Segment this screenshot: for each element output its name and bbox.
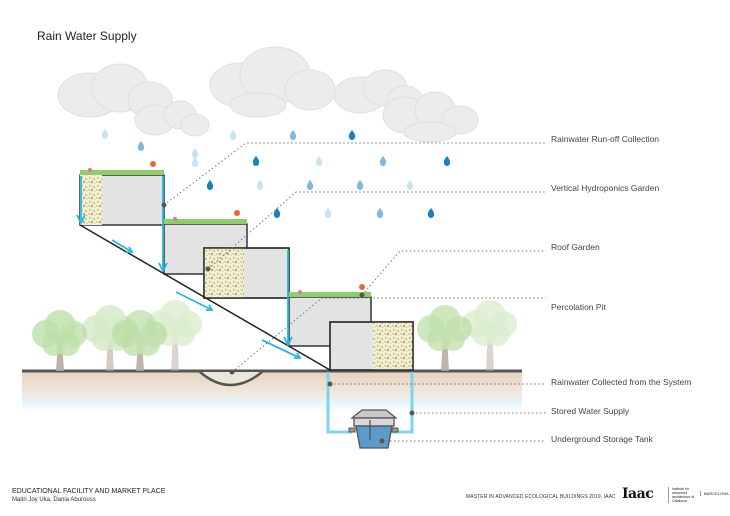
raindrop-icon bbox=[443, 156, 451, 166]
raindrop-icon bbox=[191, 157, 199, 167]
iaac-logo: Iaac bbox=[622, 486, 654, 502]
raindrop-icon bbox=[101, 129, 109, 139]
label-roof-garden: Roof Garden bbox=[551, 242, 600, 252]
hydroponic-wall bbox=[204, 248, 244, 298]
trees bbox=[32, 300, 517, 371]
water-flow bbox=[76, 176, 302, 359]
raindrop-icon bbox=[406, 180, 414, 190]
program-name: MASTER IN ADVANCED ECOLOGICAL BUILDINGS … bbox=[466, 494, 616, 500]
label-vertical-hydroponics: Vertical Hydroponics Garden bbox=[551, 183, 660, 193]
logo-subtitle: institute for advanced architecture of C… bbox=[668, 487, 698, 503]
logo-city: BARCELONA bbox=[700, 491, 729, 496]
cloud-icon bbox=[382, 91, 479, 143]
hydroponic-wall bbox=[80, 175, 102, 225]
raindrop-icon bbox=[273, 208, 281, 218]
diagram-title: Rain Water Supply bbox=[37, 29, 137, 43]
raindrop-icon bbox=[256, 180, 264, 190]
cloud-icon bbox=[57, 63, 173, 119]
label-runoff-collection: Rainwater Run-off Collection bbox=[551, 134, 660, 144]
raindrop-icon bbox=[252, 156, 260, 166]
roof-gardens bbox=[80, 161, 371, 297]
tree-icon bbox=[147, 300, 202, 371]
hydroponic-wall bbox=[373, 322, 413, 370]
raindrop-icon bbox=[376, 208, 384, 218]
label-rainwater-collected: Rainwater Collected from the System bbox=[551, 377, 692, 387]
leader-lines bbox=[163, 142, 546, 442]
cloud-icon bbox=[134, 100, 210, 137]
raindrop-icon bbox=[206, 180, 214, 190]
raindrop-icon bbox=[289, 130, 297, 140]
raindrop-icon bbox=[137, 141, 145, 151]
raindrop-icon bbox=[379, 156, 387, 166]
pipe bbox=[326, 372, 414, 434]
raindrop-icon bbox=[315, 156, 323, 166]
tree-icon bbox=[112, 310, 167, 371]
building bbox=[79, 174, 414, 371]
leader-dots bbox=[161, 202, 415, 444]
raindrop-icon bbox=[427, 208, 435, 218]
authors: Maitri Joy Uka, Dania Aburouss bbox=[12, 497, 96, 503]
ground bbox=[22, 369, 522, 412]
raindrop-icon bbox=[306, 180, 314, 190]
storage-tank-icon bbox=[348, 409, 399, 449]
raindrop-icon bbox=[324, 208, 332, 218]
label-storage-tank: Underground Storage Tank bbox=[551, 434, 653, 444]
project-title: EDUCATIONAL FACILITY AND MARKET PLACE bbox=[12, 488, 166, 495]
tree-icon bbox=[32, 310, 87, 371]
raindrop-icon bbox=[229, 130, 237, 140]
raindrop-icon bbox=[356, 180, 364, 190]
cloud-icon bbox=[209, 46, 336, 118]
raindrops bbox=[101, 129, 451, 218]
tree-icon bbox=[462, 300, 517, 371]
tree-icon bbox=[417, 305, 472, 371]
underground-system bbox=[326, 372, 414, 449]
label-stored-water: Stored Water Supply bbox=[551, 406, 630, 416]
label-percolation-pit: Percolation Pit bbox=[551, 302, 606, 312]
raindrop-icon bbox=[191, 148, 199, 158]
percolation-pit bbox=[199, 371, 263, 387]
clouds bbox=[57, 46, 479, 143]
raindrop-icon bbox=[348, 130, 356, 140]
